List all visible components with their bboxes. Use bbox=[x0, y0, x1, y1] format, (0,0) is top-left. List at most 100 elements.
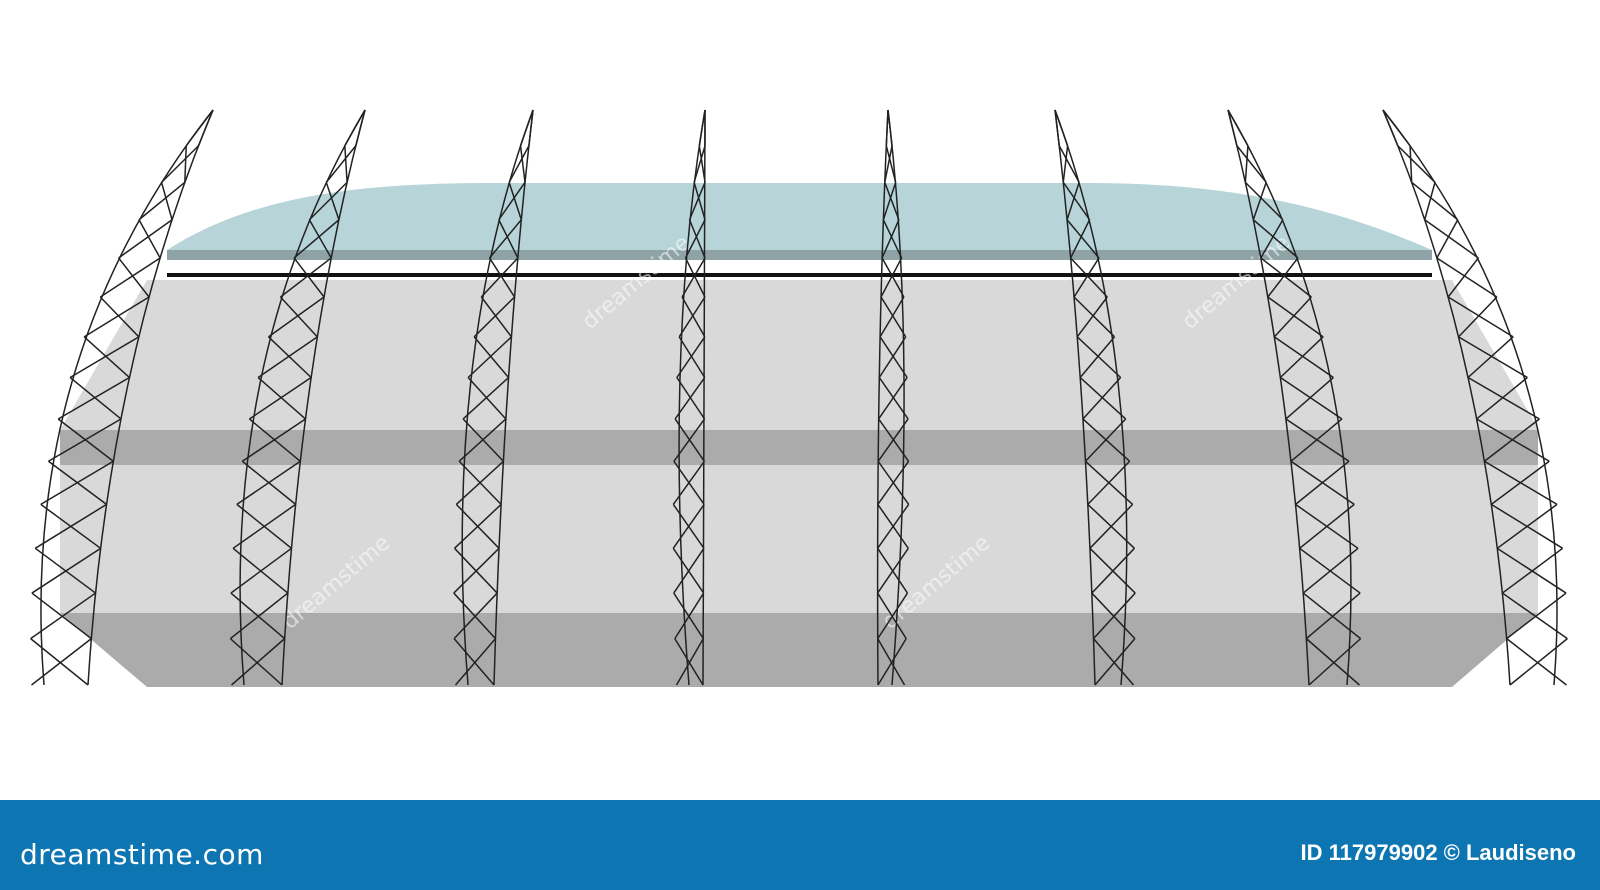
truss-brace bbox=[455, 460, 504, 505]
truss-brace bbox=[308, 219, 332, 259]
truss-brace bbox=[1506, 638, 1567, 686]
truss-brace bbox=[1260, 219, 1284, 259]
truss-brace bbox=[672, 503, 705, 549]
stadium-middle-stand bbox=[60, 465, 1538, 613]
truss-brace bbox=[118, 219, 173, 259]
truss-brace bbox=[1457, 296, 1498, 338]
image-credit: ID 117979902 © Laudiseno bbox=[1300, 840, 1576, 865]
truss-brace bbox=[1076, 336, 1122, 379]
truss-brace bbox=[1397, 145, 1436, 183]
truss-brace bbox=[881, 219, 900, 259]
truss-brace bbox=[1073, 257, 1100, 298]
truss-brace bbox=[519, 109, 534, 147]
truss-brace bbox=[508, 145, 530, 183]
truss-brace bbox=[488, 219, 522, 259]
truss-brace bbox=[498, 219, 519, 259]
truss-brace bbox=[885, 145, 897, 183]
truss-brace bbox=[138, 181, 186, 221]
truss-brace bbox=[325, 182, 340, 220]
truss-brace bbox=[876, 592, 907, 640]
truss-brace bbox=[1054, 109, 1060, 146]
truss-brace bbox=[1501, 592, 1568, 640]
truss-brace bbox=[881, 257, 905, 298]
truss-brace bbox=[1062, 181, 1091, 221]
truss-brace bbox=[681, 257, 706, 298]
truss-brace bbox=[1506, 592, 1567, 640]
truss-brace bbox=[1058, 145, 1080, 183]
truss-brace bbox=[1252, 182, 1267, 220]
truss-brace bbox=[1436, 257, 1498, 298]
truss-brace bbox=[480, 257, 519, 298]
truss-brace bbox=[528, 109, 534, 146]
truss-brace bbox=[1285, 376, 1334, 420]
truss-brace bbox=[69, 336, 140, 379]
truss-brace bbox=[1082, 418, 1131, 462]
truss-brace bbox=[248, 376, 312, 420]
truss-brace bbox=[1092, 638, 1135, 686]
truss-brace bbox=[1066, 182, 1080, 220]
truss-brace bbox=[1084, 460, 1134, 505]
truss-brace bbox=[1295, 503, 1359, 549]
truss-brace bbox=[31, 638, 92, 686]
truss-brace bbox=[684, 219, 706, 259]
truss-brace bbox=[1467, 336, 1514, 379]
truss-brace bbox=[48, 418, 122, 462]
truss-brace bbox=[160, 182, 173, 220]
arch-truss bbox=[672, 109, 706, 686]
truss-brace bbox=[184, 145, 187, 183]
truss-brace bbox=[488, 257, 516, 298]
truss-brace bbox=[344, 109, 366, 147]
truss-brace bbox=[878, 377, 909, 420]
truss-brace bbox=[1094, 638, 1136, 686]
truss-brace bbox=[34, 503, 107, 549]
truss-brace bbox=[1299, 547, 1361, 594]
truss-brace bbox=[878, 418, 910, 462]
truss-brace bbox=[1409, 145, 1413, 183]
arch-trusses bbox=[30, 109, 1568, 686]
truss-brace bbox=[31, 592, 92, 640]
truss-brace bbox=[1079, 336, 1116, 378]
truss-brace bbox=[1476, 418, 1550, 462]
truss-brace bbox=[519, 145, 526, 183]
truss-brace bbox=[355, 109, 366, 146]
truss-brace bbox=[453, 592, 498, 640]
truss-brace bbox=[877, 547, 909, 594]
truss-brace bbox=[676, 336, 706, 378]
truss-brace bbox=[40, 460, 114, 506]
truss-brace bbox=[99, 257, 161, 298]
truss-brace bbox=[1087, 503, 1135, 549]
stadium-band-upper bbox=[60, 430, 1538, 465]
truss-brace bbox=[1447, 257, 1479, 298]
truss-brace bbox=[673, 547, 705, 594]
truss-brace bbox=[138, 219, 161, 259]
truss-brace bbox=[453, 638, 495, 686]
truss-brace bbox=[1273, 296, 1312, 338]
truss-brace bbox=[498, 181, 526, 221]
truss-brace bbox=[1424, 219, 1479, 259]
truss-brace bbox=[675, 638, 704, 686]
truss-brace bbox=[467, 376, 507, 420]
truss-brace bbox=[681, 296, 706, 338]
truss-brace bbox=[1066, 219, 1100, 259]
truss-brace bbox=[684, 257, 706, 298]
arch-truss bbox=[876, 109, 910, 686]
arch-truss bbox=[1382, 109, 1568, 686]
truss-brace bbox=[1070, 219, 1091, 259]
footer-bar: dreamstime.com ID 117979902 © Laudiseno bbox=[0, 800, 1600, 890]
truss-brace bbox=[1227, 109, 1238, 146]
truss-brace bbox=[1476, 376, 1528, 420]
truss-brace bbox=[879, 336, 908, 378]
truss-brace bbox=[1267, 296, 1324, 338]
truss-brace bbox=[1076, 296, 1108, 338]
truss-brace bbox=[462, 376, 510, 420]
truss-brace bbox=[83, 296, 150, 338]
truss-brace bbox=[1458, 336, 1528, 379]
truss-brace bbox=[678, 296, 706, 338]
truss-brace bbox=[1252, 219, 1299, 259]
truss-brace bbox=[1236, 145, 1267, 183]
truss-brace bbox=[232, 503, 297, 549]
truss-brace bbox=[688, 219, 706, 259]
truss-brace bbox=[1447, 296, 1514, 338]
truss-brace bbox=[1082, 376, 1122, 420]
truss-brace bbox=[880, 257, 903, 298]
